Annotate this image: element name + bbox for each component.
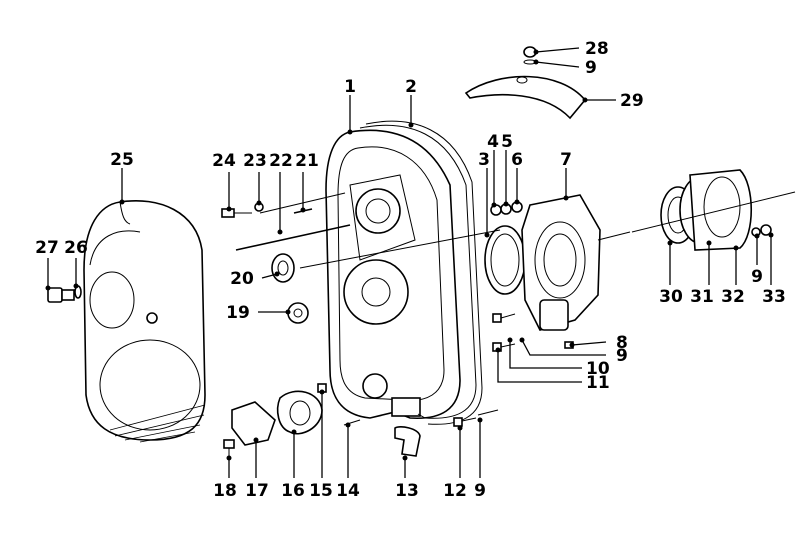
callout-labels: 1 2 3 4 5 6 7 8 9 9 9 9 10 11 12 13 14 1… <box>35 39 786 501</box>
callout-5: 5 <box>501 132 513 152</box>
callout-9-bottom: 9 <box>474 481 486 501</box>
callout-27: 27 <box>35 238 59 258</box>
callout-14: 14 <box>336 481 360 501</box>
callout-29: 29 <box>620 91 644 111</box>
callout-16: 16 <box>281 481 305 501</box>
callout-9-seal: 9 <box>751 267 763 287</box>
callout-10: 10 <box>586 359 610 379</box>
part-center-housing <box>325 129 461 420</box>
callout-4: 4 <box>487 132 499 152</box>
callout-20: 20 <box>230 269 254 289</box>
leader-dots <box>45 49 774 461</box>
callout-13: 13 <box>395 481 419 501</box>
callout-12: 12 <box>443 481 467 501</box>
callout-7: 7 <box>560 150 572 170</box>
callout-30: 30 <box>659 287 683 307</box>
part-seal-assembly <box>660 169 772 251</box>
callout-6: 6 <box>511 150 523 170</box>
callout-19: 19 <box>226 303 250 323</box>
callout-15: 15 <box>309 481 333 501</box>
part-flange-cover <box>223 390 323 458</box>
callout-9-right: 9 <box>616 346 628 366</box>
callout-1: 1 <box>344 77 356 97</box>
callout-17: 17 <box>245 481 269 501</box>
part-breather-tube <box>394 426 421 457</box>
callout-28: 28 <box>585 39 609 59</box>
assembly-axis-lines <box>259 191 796 416</box>
callout-9-top: 9 <box>585 58 597 78</box>
callout-31: 31 <box>690 287 714 307</box>
callout-26: 26 <box>64 238 88 258</box>
part-gasket-ring <box>484 225 526 295</box>
callout-3: 3 <box>478 150 490 170</box>
part-outer-cover <box>83 200 206 443</box>
callout-8: 8 <box>616 333 628 353</box>
callout-11: 11 <box>586 373 610 393</box>
callout-33: 33 <box>762 287 786 307</box>
callout-23: 23 <box>243 151 267 171</box>
part-washers <box>490 201 523 216</box>
callout-32: 32 <box>721 287 745 307</box>
part-cover-cap <box>464 75 587 120</box>
callout-25: 25 <box>110 150 134 170</box>
callout-21: 21 <box>295 151 319 171</box>
part-bearing-housing <box>521 194 601 331</box>
leader-lines <box>47 47 772 478</box>
callout-22: 22 <box>269 151 293 171</box>
callout-24: 24 <box>212 151 236 171</box>
part-plug-screw <box>47 285 82 303</box>
part-small-fasteners <box>317 313 574 427</box>
callout-18: 18 <box>213 481 237 501</box>
callout-2: 2 <box>405 77 417 97</box>
